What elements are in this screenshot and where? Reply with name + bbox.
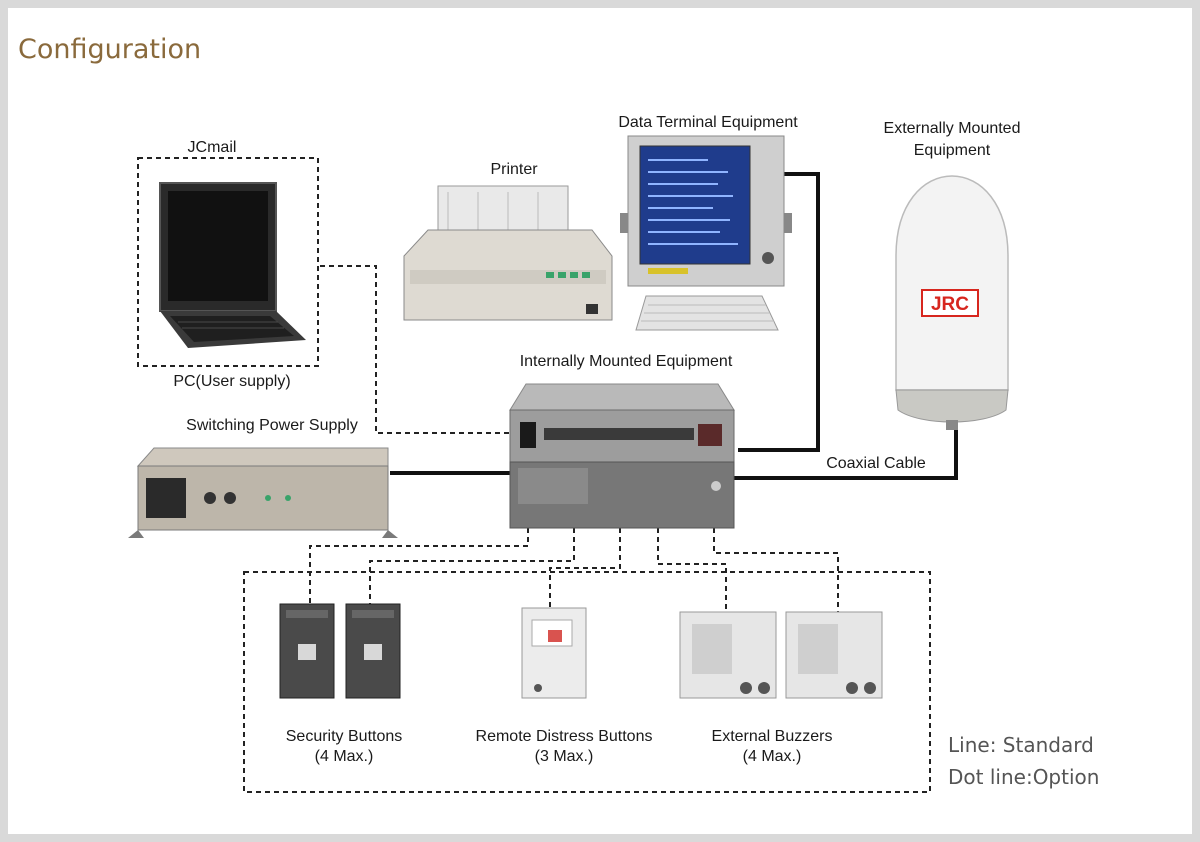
legend-line-term: Line [948, 733, 990, 757]
distress-max: (3 Max.) [535, 748, 594, 765]
buzzer-2 [785, 611, 883, 699]
buzzer-label: External Buzzers [712, 728, 833, 745]
legend: Line: Standard Dot line:Option [948, 733, 1099, 789]
buzzer-cable-2 [713, 528, 839, 612]
internal-unit [509, 383, 735, 529]
legend-separator: : [1026, 765, 1033, 789]
configuration-diagram: Configuration JCmail PC(User supply) Pri… [18, 34, 1099, 793]
security-button-2 [345, 603, 401, 699]
data-terminal [620, 135, 792, 331]
external-label-2: Equipment [914, 142, 991, 159]
dte-label: Data Terminal Equipment [618, 114, 798, 131]
buzzer-max: (4 Max.) [743, 748, 802, 765]
power-label: Switching Power Supply [186, 417, 358, 434]
jcmail-box [137, 157, 319, 367]
frame: Configuration JCmail PC(User supply) Pri… [8, 8, 1192, 834]
legend-dot-meaning: Option [1033, 765, 1100, 789]
internal-label: Internally Mounted Equipment [520, 353, 733, 370]
buzzer-cable-1 [657, 528, 727, 612]
pc-label: PC(User supply) [173, 373, 290, 390]
legend-separator: : [990, 733, 1003, 757]
option-box [243, 571, 931, 793]
buzzer-1 [679, 611, 777, 699]
jrc-logo: JRC [931, 294, 969, 315]
external-label-1: Externally Mounted [884, 120, 1021, 137]
jcmail-label: JCmail [188, 139, 237, 156]
power-supply [128, 447, 398, 538]
pc-cable [320, 265, 518, 434]
distress-cable [549, 528, 621, 608]
security-button-1 [279, 603, 335, 699]
legend-line-meaning: Standard [1003, 733, 1094, 757]
legend-line: Line: Standard [948, 733, 1094, 757]
security-label: Security Buttons [286, 728, 403, 745]
legend-dot-term: Dot line [948, 765, 1026, 789]
printer [403, 185, 613, 321]
distress-button [521, 607, 587, 699]
printer-label: Printer [490, 161, 538, 178]
distress-label: Remote Distress Buttons [476, 728, 653, 745]
coaxial-cable [730, 426, 958, 480]
security-max: (4 Max.) [315, 748, 374, 765]
antenna: JRC [895, 175, 1009, 430]
coax-label: Coaxial Cable [826, 455, 926, 472]
legend-dot: Dot line:Option [948, 765, 1099, 789]
security-cable-2 [369, 528, 575, 604]
security-cable-1 [309, 528, 529, 604]
page-title: Configuration [18, 34, 201, 65]
laptop [159, 182, 306, 348]
